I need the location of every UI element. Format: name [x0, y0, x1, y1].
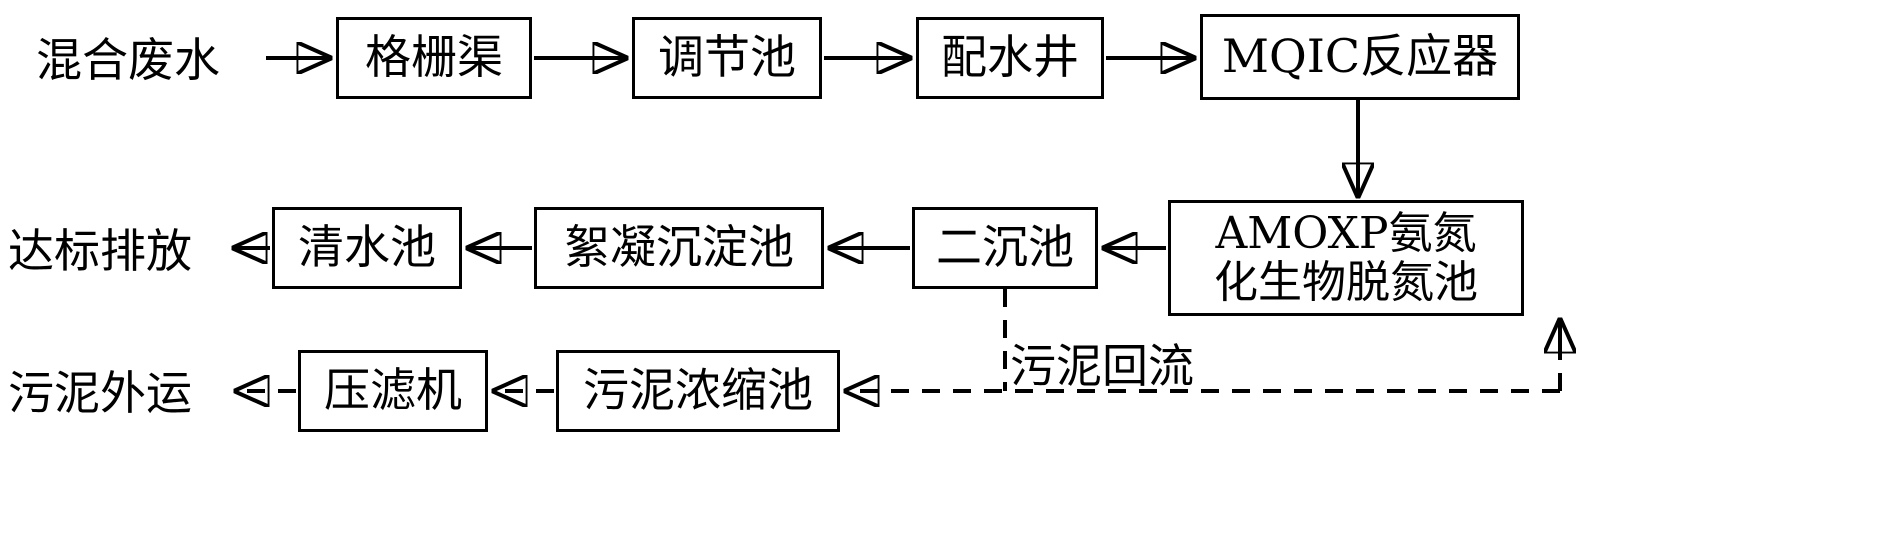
edge-label-sludge-return: 污泥回流 — [1010, 339, 1194, 393]
node-amoxp-denitrification-tank: AMOXP氨氮 化生物脱氮池 — [1168, 200, 1524, 316]
terminal-inlet: 混合废水 — [36, 33, 220, 87]
terminal-compliant-discharge: 达标排放 — [8, 224, 192, 278]
node-flocculation-sedimentation-tank: 絮凝沉淀池 — [534, 207, 824, 289]
node-grit-channel: 格栅渠 — [336, 17, 532, 99]
node-mqic-reactor: MQIC反应器 — [1200, 14, 1520, 100]
terminal-sludge-hauled-away: 污泥外运 — [8, 366, 192, 420]
node-filter-press: 压滤机 — [298, 350, 488, 432]
node-distribution-well: 配水井 — [916, 17, 1104, 99]
node-sludge-thickener: 污泥浓缩池 — [556, 350, 840, 432]
node-secondary-sedimentation-tank: 二沉池 — [912, 207, 1098, 289]
node-clear-water-tank: 清水池 — [272, 207, 462, 289]
node-equalization-tank: 调节池 — [632, 17, 822, 99]
